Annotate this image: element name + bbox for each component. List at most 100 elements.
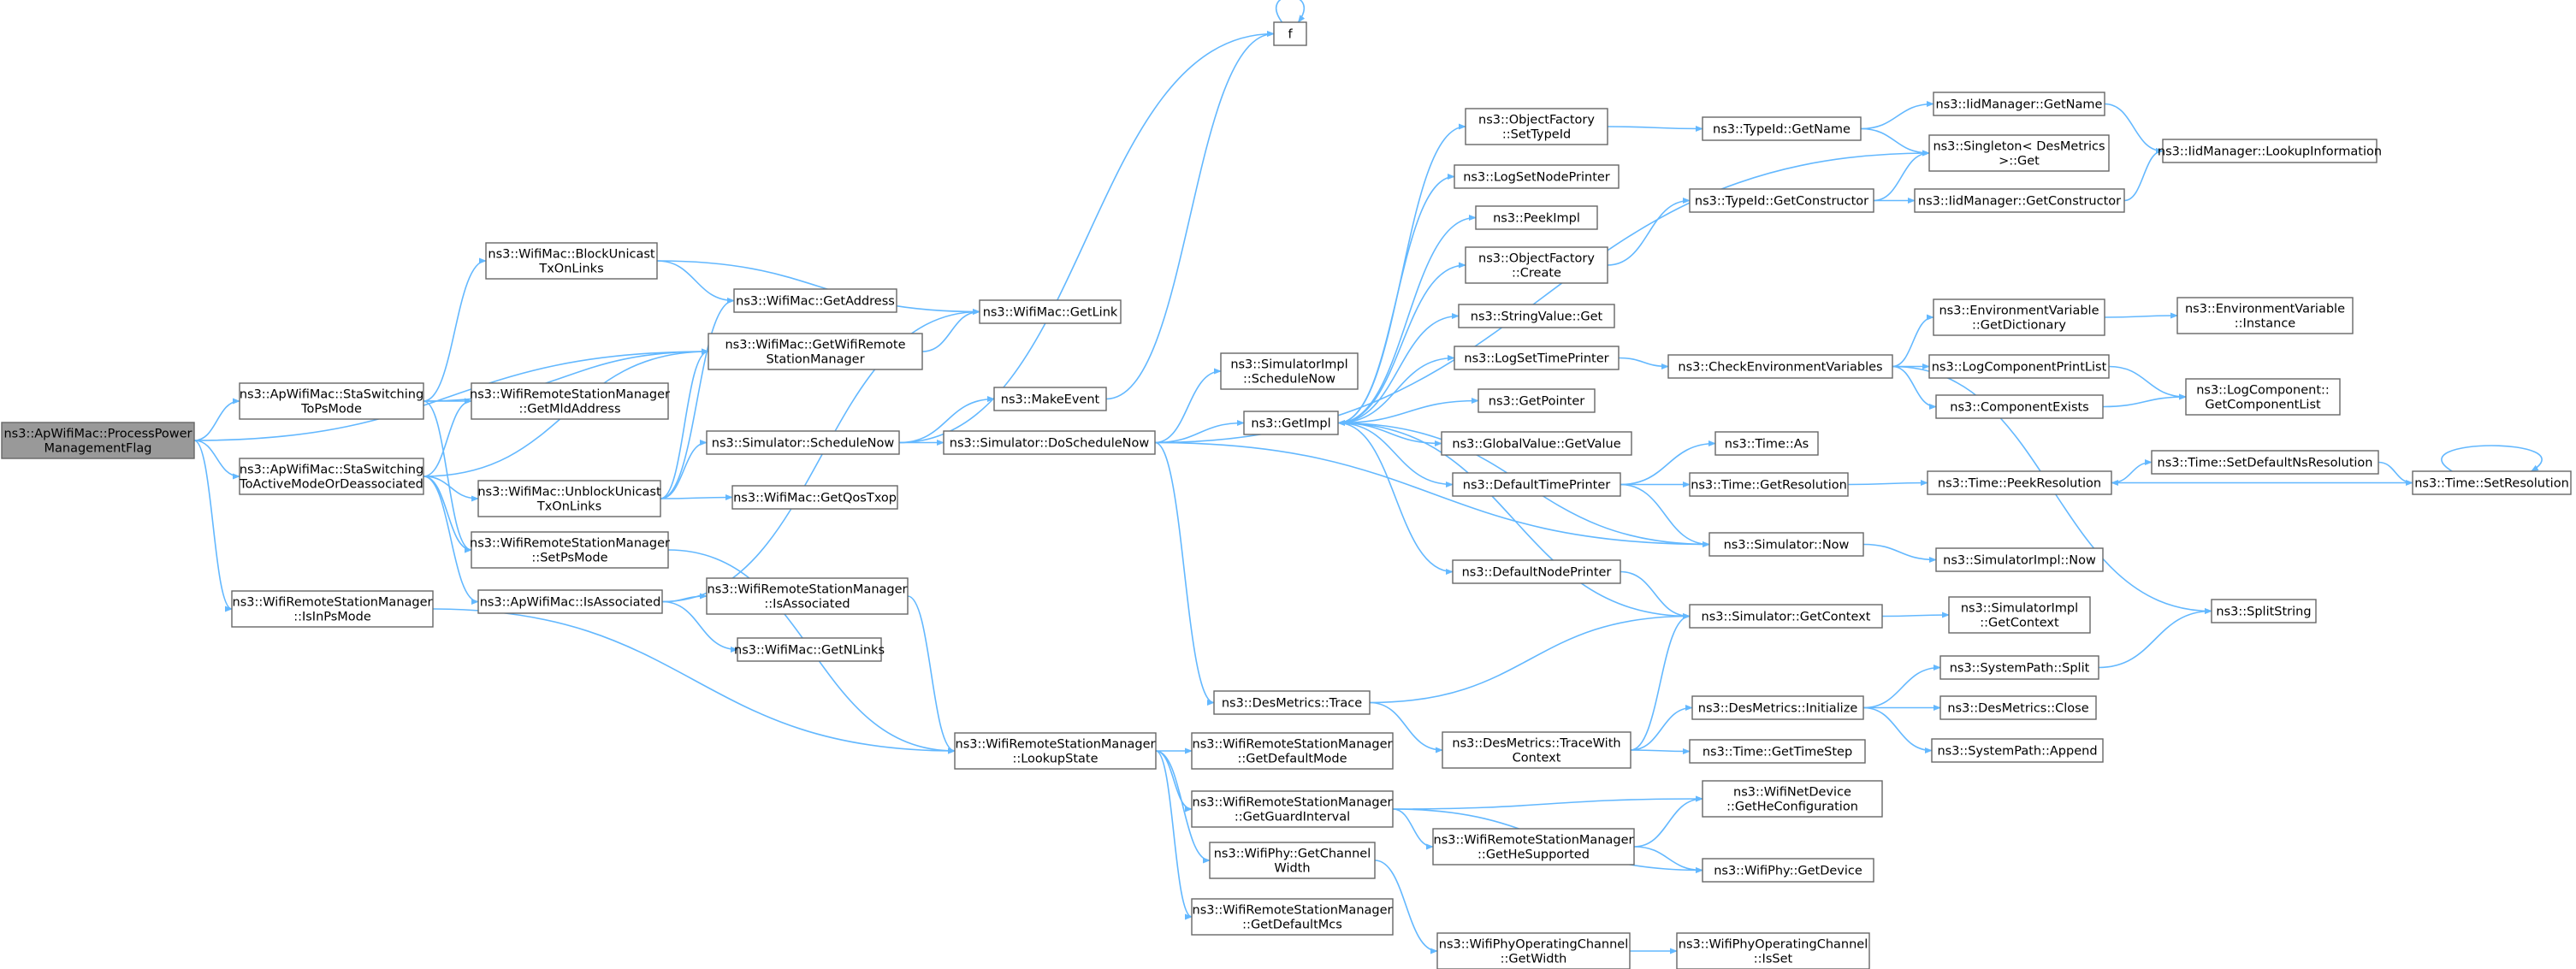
edge-line [1630,704,1693,751]
edge [660,439,708,499]
node-staact[interactable]: ns3::ApWifiMac::StaSwitchingToActiveMode… [239,458,424,495]
node-syssplit[interactable]: ns3::SystemPath::Split [1939,655,2099,680]
node-getguard[interactable]: ns3::WifiRemoteStationManager::GetGuardI… [1191,790,1394,828]
node-getheconf[interactable]: ns3::WifiNetDevice::GetHeConfiguration [1702,780,1883,818]
node-getnlinks[interactable]: ns3::WifiMac::GetNLinks [734,637,885,662]
node-singleton[interactable]: ns3::Singleton< DesMetrics >::Get [1928,134,2110,172]
node-simimplsched[interactable]: ns3::SimulatorImpl::ScheduleNow [1220,352,1359,390]
edge-line [1337,422,1454,488]
node-label: ::Instance [2235,317,2296,331]
edge [1337,262,1466,424]
node-iidgetctor[interactable]: ns3::IidManager::GetConstructor [1914,188,2125,213]
edge [193,348,709,441]
node-peekres[interactable]: ns3::Time::PeekResolution [1927,470,2112,495]
node-label: ns3::MakeEvent [1001,393,1100,407]
node-root[interactable]: ns3::ApWifiMac::ProcessPowerManagementFl… [1,422,195,459]
node-setps[interactable]: ns3::WifiRemoteStationManager::SetPsMode [470,531,670,569]
node-f[interactable]: f [1273,21,1307,46]
node-opchanset[interactable]: ns3::WifiPhyOperatingChannel::IsSet [1676,932,1870,969]
node-envinst[interactable]: ns3::EnvironmentVariable::Instance [2176,297,2354,334]
edge-line [660,439,708,499]
node-desclose[interactable]: ns3::DesMetrics::Close [1939,695,2097,720]
edge-line [1155,750,1193,812]
node-lookup[interactable]: ns3::WifiRemoteStationManager::LookupSta… [954,732,1157,770]
node-compexists[interactable]: ns3::ComponentExists [1935,394,2104,419]
node-schednow[interactable]: ns3::Simulator::ScheduleNow [706,430,900,455]
edge [1337,397,1479,424]
edge-line [432,608,956,754]
node-makeevent[interactable]: ns3::MakeEvent [993,387,1107,411]
edge-line [1862,706,1933,754]
edge [2123,147,2164,202]
node-phygetdev[interactable]: ns3::WifiPhy::GetDevice [1702,858,1874,883]
edge [660,493,733,501]
node-box [1689,472,1849,497]
node-getaddr[interactable]: ns3::WifiMac::GetAddress [733,288,897,313]
edge-line [193,440,233,612]
node-label: ns3::Time::GetTimeStep [1703,746,1852,759]
node-logtime[interactable]: ns3::LogSetTimePrinter [1454,346,1620,370]
node-envdict[interactable]: ns3::EnvironmentVariable::GetDictionary [1933,298,2105,336]
node-label: ns3::Time::SetDefaultNsResolution [2158,457,2373,470]
node-checkenv[interactable]: ns3::CheckEnvironmentVariables [1667,354,1893,379]
edge-line [1633,795,1703,848]
node-typegetctor[interactable]: ns3::TypeId::GetConstructor [1689,188,1874,213]
node-objfacset[interactable]: ns3::ObjectFactory::SetTypeId [1465,108,1608,145]
node-simnow[interactable]: ns3::Simulator::Now [1708,532,1864,557]
node-timestep[interactable]: ns3::Time::GetTimeStep [1689,739,1866,764]
node-wrsmassoc[interactable]: ns3::WifiRemoteStationManager::IsAssocia… [706,577,909,615]
node-simimplnow[interactable]: ns3::SimulatorImpl::Now [1935,547,2104,572]
node-getmld[interactable]: ns3::WifiRemoteStationManager::GetMldAdd… [470,382,670,420]
node-isassoc[interactable]: ns3::ApWifiMac::IsAssociated [477,589,663,614]
edge [1630,747,1691,755]
edge-line [2102,393,2187,408]
node-label: ns3::WifiPhy::GetChannel [1214,848,1371,861]
node-box [239,458,424,495]
edge-line [193,440,240,480]
node-setdefns[interactable]: ns3::Time::SetDefaultNsResolution [2151,450,2379,475]
node-doschednow[interactable]: ns3::Simulator::DoScheduleNow [943,430,1156,455]
node-logprint[interactable]: ns3::LogComponentPrintList [1928,354,2110,379]
node-deftime[interactable]: ns3::DefaultTimePrinter [1452,472,1621,497]
node-box [471,531,669,569]
node-defnode[interactable]: ns3::DefaultNodePrinter [1452,559,1621,584]
node-peekimpl[interactable]: ns3::PeekImpl [1475,205,1598,230]
node-getimpl[interactable]: ns3::GetImpl [1243,411,1339,435]
node-splitstr[interactable]: ns3::SplitString [2211,599,2317,623]
node-getwrsm[interactable]: ns3::WifiMac::GetWifiRemoteStationManage… [708,333,923,370]
node-iidgetname[interactable]: ns3::IidManager::GetName [1933,92,2105,116]
node-getdefmode[interactable]: ns3::WifiRemoteStationManager::GetDefaul… [1191,732,1394,770]
edge-line [1337,214,1477,424]
node-timeas[interactable]: ns3::Time::As [1714,431,1819,456]
node-getdefmcs[interactable]: ns3::WifiRemoteStationManager::GetDefaul… [1191,898,1394,936]
node-timegetres[interactable]: ns3::Time::GetResolution [1689,472,1849,497]
node-iidlookup[interactable]: ns3::IidManager::LookupInformation [2158,139,2382,163]
node-strval[interactable]: ns3::StringValue::Get [1458,304,1615,328]
node-sysappend[interactable]: ns3::SystemPath::Append [1931,738,2104,763]
node-getptr[interactable]: ns3::GetPointer [1477,388,1596,413]
node-globval[interactable]: ns3::GlobalValue::GetValue [1441,431,1632,456]
node-opchanw[interactable]: ns3::WifiPhyOperatingChannel::GetWidth [1436,932,1631,969]
node-hesupp[interactable]: ns3::WifiRemoteStationManager::GetHeSupp… [1432,828,1635,866]
edge-line [1374,860,1438,954]
node-desinit[interactable]: ns3::DesMetrics::Initialize [1691,695,1864,720]
node-simgetctx[interactable]: ns3::Simulator::GetContext [1689,604,1883,629]
node-logcomplist[interactable]: ns3::LogComponent::GetComponentList [2185,378,2341,416]
node-typegetname[interactable]: ns3::TypeId::GetName [1702,116,1862,141]
node-simimplctx[interactable]: ns3::SimulatorImpl::GetContext [1948,596,2091,634]
node-isinps[interactable]: ns3::WifiRemoteStationManager::IsInPsMod… [231,590,434,628]
node-destrace[interactable]: ns3::DesMetrics::Trace [1213,690,1371,715]
node-setres[interactable]: ns3::Time::SetResolution [2412,470,2572,495]
node-objfaccreate[interactable]: ns3::ObjectFactory::Create [1465,246,1608,284]
node-getlink[interactable]: ns3::WifiMac::GetLink [979,299,1122,324]
edge-line [1337,262,1466,424]
edge [193,440,233,612]
node-getqos[interactable]: ns3::WifiMac::GetQosTxop [731,485,898,510]
node-lognode[interactable]: ns3::LogSetNodePrinter [1454,164,1620,189]
edge-line [1862,664,1941,709]
